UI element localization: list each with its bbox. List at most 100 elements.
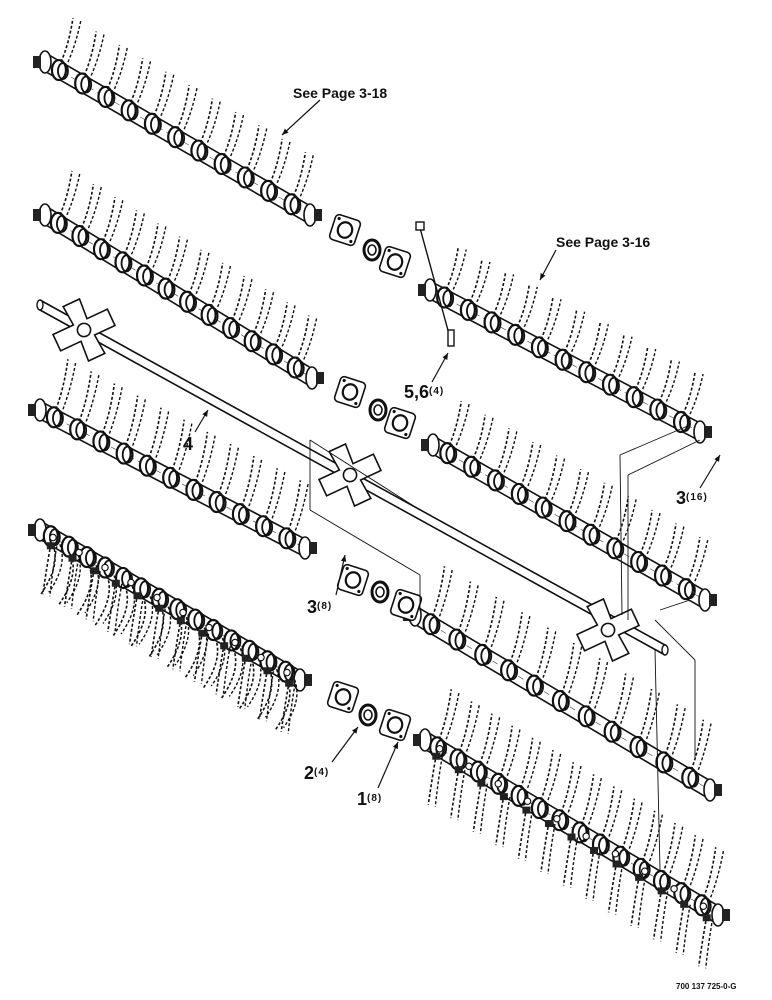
tine-wire: [547, 299, 562, 340]
tine-coil-inner: [661, 754, 674, 773]
tine-clamp: [657, 887, 666, 895]
tine-coil: [510, 482, 527, 506]
hub-right: [316, 372, 324, 384]
tine-wire-down: [450, 768, 460, 819]
tine-coil-inner: [636, 554, 649, 572]
tine-coil-inner: [206, 307, 219, 325]
guide-line: [659, 599, 691, 611]
tine-wire: [670, 525, 685, 568]
mount-hole: [179, 608, 187, 617]
tine-coil: [49, 211, 67, 234]
tine-wire: [217, 264, 232, 308]
flange-bore: [344, 571, 362, 589]
tine-coil: [486, 469, 504, 492]
tine-wire: [598, 484, 614, 528]
guide-line: [309, 509, 421, 576]
tine-clamp: [499, 793, 508, 801]
tine-wire: [516, 614, 531, 663]
tine-wire: [113, 46, 129, 90]
tine-wire: [222, 111, 237, 157]
guide-line: [654, 649, 661, 871]
tine-coil: [577, 705, 594, 728]
mount-hole: [75, 548, 83, 557]
spider-right: [575, 597, 641, 663]
tine-wire: [561, 642, 575, 694]
hub-left: [413, 734, 421, 746]
mount-hole: [582, 832, 590, 841]
tine-wire: [567, 764, 582, 813]
tine-coil-inner: [99, 241, 111, 260]
tine-coil: [510, 784, 527, 808]
tine-coil: [265, 343, 282, 366]
tine-wire: [503, 430, 518, 473]
tine-wire: [87, 185, 103, 229]
tine-coil: [231, 503, 249, 526]
tine-wire: [664, 704, 679, 755]
tine-wire: [479, 713, 493, 764]
tine-wire: [292, 152, 307, 197]
tine-wire: [252, 289, 267, 334]
tine-coil-inner: [516, 486, 529, 504]
tine-coil: [439, 442, 456, 465]
tine-wire: [62, 361, 77, 410]
tine-wire: [228, 648, 244, 697]
tine-coil: [530, 796, 548, 820]
tine-wire: [194, 431, 209, 483]
tine-wire: [702, 847, 717, 898]
tine-wire: [109, 199, 124, 242]
mount-hole: [611, 849, 620, 858]
tine-wire: [641, 810, 656, 862]
drawing-code: 700 137 725-0-G: [676, 982, 737, 991]
tine-coil-inner: [193, 611, 206, 630]
tine-wire: [241, 455, 255, 507]
tine-coil-inner: [540, 499, 553, 518]
tine-coil-inner: [247, 642, 260, 661]
tine-wire: [40, 543, 56, 595]
flange-2b: [383, 406, 417, 440]
spider-middle: [317, 442, 383, 508]
tine-wire: [476, 261, 491, 303]
tine-bar-second-left: [33, 170, 324, 390]
tine-wire: [80, 183, 95, 229]
tine-wire: [201, 433, 217, 483]
tine-wire-down: [614, 864, 624, 915]
tine-wire: [452, 249, 467, 290]
part-3-left-number: 3: [307, 597, 318, 617]
mount-hole: [283, 668, 291, 677]
tine-wire: [519, 737, 534, 789]
tine-wire: [246, 125, 260, 170]
tine-bar-bottom: [413, 689, 730, 927]
tine-coil-inner: [75, 421, 88, 440]
tine-coil-inner: [612, 540, 625, 559]
tine-wire-down: [585, 848, 595, 900]
hub-left: [28, 404, 36, 416]
tine-clamp: [454, 766, 463, 774]
tine-wire: [455, 403, 471, 446]
tine-coil-inner: [631, 389, 644, 408]
tine-bar-second-right: [418, 247, 712, 444]
tine-coil: [525, 674, 543, 697]
tine-wire: [48, 544, 63, 593]
tine-wire: [628, 800, 644, 849]
tine-wire: [90, 33, 105, 76]
tine-wire: [697, 721, 712, 770]
tine-wire: [520, 441, 534, 487]
tine-wire-down: [682, 904, 691, 955]
tine-coil: [74, 72, 91, 95]
tine-wire: [260, 291, 275, 334]
tine-wire: [102, 197, 116, 242]
tine-wire: [276, 140, 291, 184]
tine-bar-top: [33, 17, 322, 227]
guide-line: [627, 439, 701, 476]
tine-wire: [499, 274, 515, 315]
tine-wire-down: [157, 608, 166, 659]
tine-wire: [256, 668, 273, 720]
flange-bolt-hole: [387, 711, 391, 716]
tine-wire: [591, 482, 606, 528]
tine-coil-inner: [145, 457, 157, 476]
tine-wire: [465, 703, 481, 752]
tine-coil-inner: [558, 693, 570, 711]
tine-coil-inner: [173, 129, 186, 148]
hub-right: [709, 594, 717, 606]
part-3-right-qty: (16): [686, 492, 708, 503]
